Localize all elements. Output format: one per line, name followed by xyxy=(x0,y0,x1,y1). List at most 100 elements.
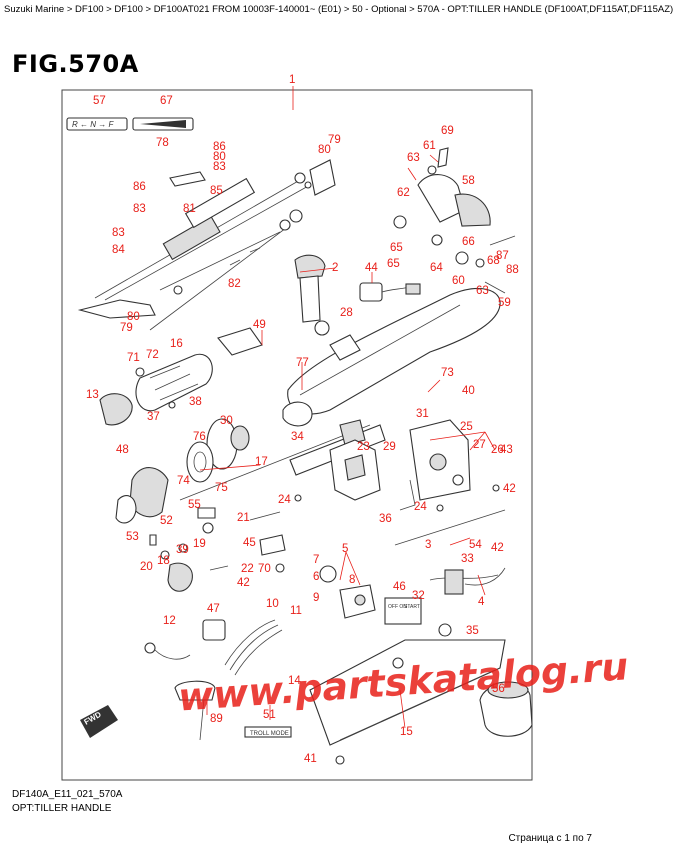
troll-mode-badge: TROLL MODE xyxy=(244,726,292,738)
callout-number: 29 xyxy=(383,441,396,453)
callout-number: 79 xyxy=(120,322,133,334)
callout-number: 56 xyxy=(492,683,505,695)
callout-number: 21 xyxy=(237,512,250,524)
callout-number: 55 xyxy=(188,499,201,511)
callout-number: 33 xyxy=(461,553,474,565)
callout-number: 63 xyxy=(407,152,420,164)
lock-cap xyxy=(479,681,533,737)
callout-number: 14 xyxy=(288,675,301,687)
callout-number: 84 xyxy=(112,244,125,256)
misc-hardware xyxy=(149,484,500,592)
callout-number: 79 xyxy=(328,134,341,146)
callout-number: 81 xyxy=(183,203,196,215)
callout-number: 3 xyxy=(425,539,431,551)
callout-number: 71 xyxy=(127,352,140,364)
callout-number: 76 xyxy=(193,431,206,443)
callout-number: 86 xyxy=(213,141,226,153)
leader-lines xyxy=(199,86,496,729)
callout-number: 80 xyxy=(318,144,331,156)
callout-number: 80 xyxy=(127,311,140,323)
callout-number: 10 xyxy=(266,598,279,610)
callout-number: 47 xyxy=(207,603,220,615)
lever-89 xyxy=(174,680,216,741)
callout-number: 51 xyxy=(263,709,276,721)
troll-mode-text: TROLL MODE xyxy=(250,731,289,737)
callout-number: 36 xyxy=(379,513,392,525)
callout-number: 83 xyxy=(213,161,226,173)
callout-number: 83 xyxy=(133,203,146,215)
callout-number: 30 xyxy=(220,415,233,427)
callout-number: 64 xyxy=(430,262,443,274)
shift-label-part: R ← N → F xyxy=(66,117,128,131)
friction-rings xyxy=(186,418,250,483)
callout-number: 77 xyxy=(296,357,309,369)
callout-number: 38 xyxy=(189,396,202,408)
emergency-switch xyxy=(359,282,421,302)
fwd-badge: FWD xyxy=(80,705,118,738)
callout-number: 39 xyxy=(176,544,189,556)
callout-number: 16 xyxy=(170,338,183,350)
callout-number: 27 xyxy=(473,439,486,451)
callout-number: 85 xyxy=(210,185,223,197)
shift-rod-assembly xyxy=(77,159,336,319)
figure-code: DF140A_E11_021_570A xyxy=(12,789,123,800)
callout-number: 42 xyxy=(491,542,504,554)
callout-number: 42 xyxy=(237,577,250,589)
callout-number: 31 xyxy=(416,408,429,420)
callout-number: 2 xyxy=(332,262,338,274)
callout-number: 74 xyxy=(177,475,190,487)
callout-number: 59 xyxy=(498,297,511,309)
callout-number: 53 xyxy=(126,531,139,543)
callout-number: 44 xyxy=(365,262,378,274)
grip-end-cap xyxy=(115,467,216,524)
shift-label-text: R ← N → F xyxy=(72,120,114,129)
callout-number: 48 xyxy=(116,444,129,456)
callout-number: 87 xyxy=(496,250,509,262)
callout-number: 86 xyxy=(133,181,146,193)
callout-number: 65 xyxy=(390,242,403,254)
callout-number: 1 xyxy=(289,74,295,86)
callout-number: 60 xyxy=(452,275,465,287)
lanyard-coil xyxy=(144,619,283,676)
callout-number: 66 xyxy=(462,236,475,248)
callout-number: 7 xyxy=(313,554,319,566)
callout-number: 45 xyxy=(243,537,256,549)
tiller-handle-body xyxy=(217,287,501,415)
switch-panel-right-label: START xyxy=(404,604,420,610)
ignition-switch: OFF ON START xyxy=(319,565,422,625)
bracket-parts xyxy=(393,147,516,294)
callout-number: 22 xyxy=(241,563,254,575)
callout-number: 67 xyxy=(160,95,173,107)
parts-diagram: R ← N → F xyxy=(61,74,630,781)
callout-number: 42 xyxy=(503,483,516,495)
callout-number: 46 xyxy=(393,581,406,593)
callout-number: 78 xyxy=(156,137,169,149)
tiller-lever xyxy=(294,254,330,336)
switch-panel-left-label: OFF ON xyxy=(388,604,407,610)
bottom-cover xyxy=(309,623,506,765)
callout-number: 28 xyxy=(340,307,353,319)
wire-harness xyxy=(429,567,506,595)
callout-number: 6 xyxy=(313,571,319,583)
callout-number: 82 xyxy=(228,278,241,290)
callout-numbers: 1 57 67 78 86 80 83 86 85 83 81 83 84 82… xyxy=(86,74,519,765)
callout-number: 24 xyxy=(278,494,291,506)
callout-number: 23 xyxy=(357,441,370,453)
callout-number: 73 xyxy=(441,367,454,379)
callout-number: 80 xyxy=(213,151,226,163)
callout-number: 62 xyxy=(397,187,410,199)
callout-number: 24 xyxy=(414,501,427,513)
figure-name: OPT:TILLER HANDLE xyxy=(12,803,112,814)
shift-lever-assembly xyxy=(329,419,506,546)
callout-number: 18 xyxy=(157,555,170,567)
figure-title: FIG.570A xyxy=(12,50,139,78)
callout-number: 41 xyxy=(304,753,317,765)
callout-number: 65 xyxy=(387,258,400,270)
callout-number: 34 xyxy=(291,431,304,443)
callout-number: 13 xyxy=(86,389,99,401)
callout-number: 75 xyxy=(215,482,228,494)
callout-number: 19 xyxy=(193,538,206,550)
callout-number: 12 xyxy=(163,615,176,627)
page-indicator: Страница c 1 по 7 xyxy=(508,833,592,844)
callout-number: 69 xyxy=(441,125,454,137)
